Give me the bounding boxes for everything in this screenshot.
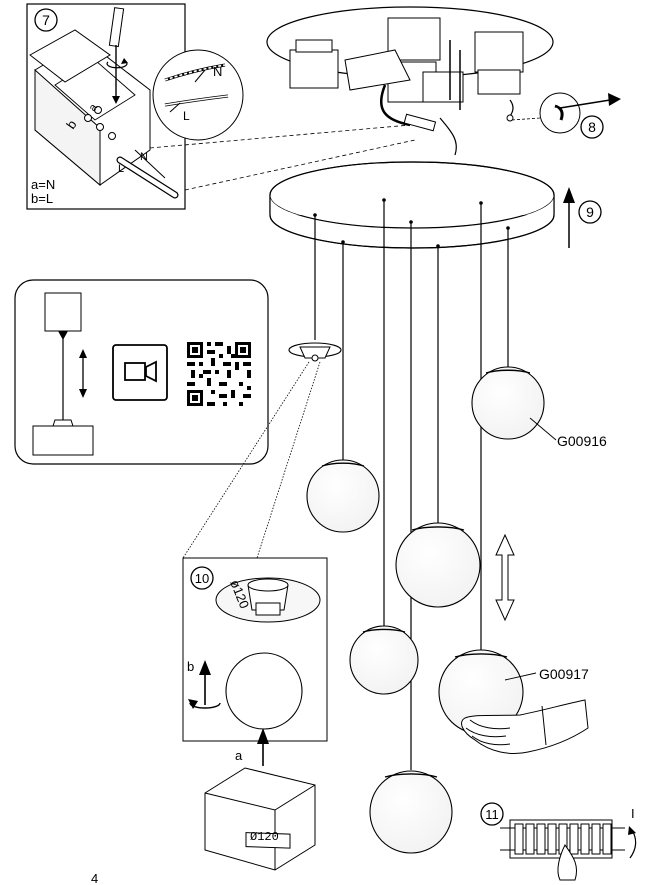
product-code-g00917: G00917 <box>539 666 589 682</box>
step10-number-badge: 10 <box>190 566 214 590</box>
svg-text:11: 11 <box>485 807 499 822</box>
step7-legend-b: b=L <box>31 191 53 206</box>
globe-caps <box>321 369 531 778</box>
step7-detail-panel <box>26 3 416 210</box>
globe-shade <box>369 770 453 854</box>
step7-wire-l-label: L <box>183 109 190 123</box>
step9-number-badge: 9 <box>578 200 602 224</box>
cord-anchor-points <box>313 198 510 248</box>
globe-shade <box>349 625 419 695</box>
step8-number-badge: 8 <box>580 115 604 139</box>
product-code-g00916: G00916 <box>557 433 607 449</box>
circuit-breaker-panel <box>500 819 637 881</box>
step7-clamp-l-label: L <box>118 163 124 175</box>
step8-detail <box>511 92 621 134</box>
globe-shade <box>471 366 545 440</box>
globe-holder-fitting <box>288 342 342 362</box>
step7-number-badge: 7 <box>34 8 58 32</box>
step11-number-badge: 11 <box>480 802 504 826</box>
height-adjust-arrow <box>495 533 515 622</box>
step7-wire-n-label: N <box>213 64 222 79</box>
globe-shade <box>395 522 481 608</box>
leader-g00917 <box>504 672 537 681</box>
packaging-diameter-label: Ø120 <box>250 830 279 844</box>
hand-holding-globe <box>461 699 589 754</box>
qr-code-icon[interactable] <box>187 342 251 406</box>
step7-legend-a: a=N <box>31 177 55 192</box>
svg-text:9: 9 <box>586 204 594 220</box>
step10-arrow-a-label: a <box>235 748 243 763</box>
leader-g00916 <box>529 417 557 441</box>
globe-shades <box>306 366 545 854</box>
step9-up-arrow <box>563 187 575 248</box>
canopy-disc <box>269 161 555 249</box>
svg-text:7: 7 <box>42 12 50 28</box>
step10-arrow-b-label: b <box>187 659 194 674</box>
page-number: 4 <box>91 871 98 885</box>
video-camera-icon[interactable] <box>112 344 168 401</box>
step7-clamp-n-label: N <box>140 151 148 163</box>
switch-on-label: I <box>631 806 635 821</box>
packaging-box <box>204 767 316 871</box>
svg-text:8: 8 <box>588 119 596 135</box>
globe-shade <box>306 459 380 533</box>
svg-text:10: 10 <box>195 571 209 586</box>
ceiling-mount-plate <box>266 6 554 156</box>
